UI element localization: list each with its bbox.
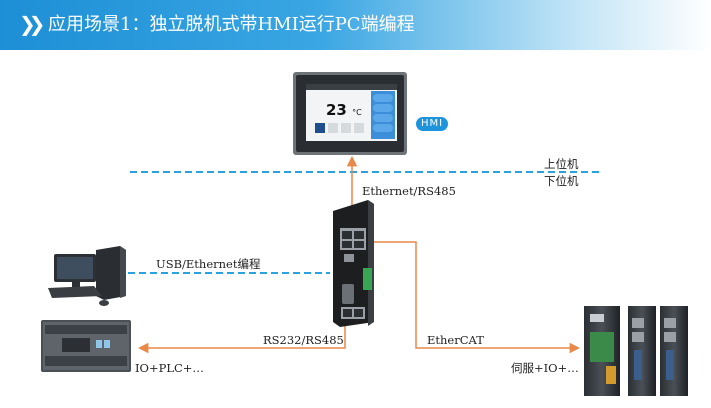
servo-drives <box>584 306 688 396</box>
upper-level-label: 上位机 <box>544 157 579 171</box>
rs232-rs485-label: RS232/RS485 <box>263 333 344 347</box>
ethercat-line <box>365 241 581 354</box>
hmi-badge: HMI <box>416 117 448 131</box>
page-title: 应用场景1：独立脱机式带HMI运行PC端编程 <box>48 14 415 35</box>
lower-level-label: 下位机 <box>544 174 579 188</box>
plc-device <box>41 320 131 372</box>
io-plc-label: IO+PLC+… <box>135 361 204 375</box>
ethernet-rs485-label: Ethernet/RS485 <box>362 184 456 198</box>
controller-device <box>333 200 374 327</box>
header-banner <box>0 0 711 50</box>
hmi-device <box>293 72 407 155</box>
usb-ethernet-label: USB/Ethernet编程 <box>156 257 261 271</box>
servo-io-label: 伺服+IO+… <box>511 361 579 375</box>
hmi-screen-temperature: 23 °C <box>326 101 362 119</box>
pc-device <box>48 246 126 306</box>
ethercat-label: EtherCAT <box>427 333 484 347</box>
